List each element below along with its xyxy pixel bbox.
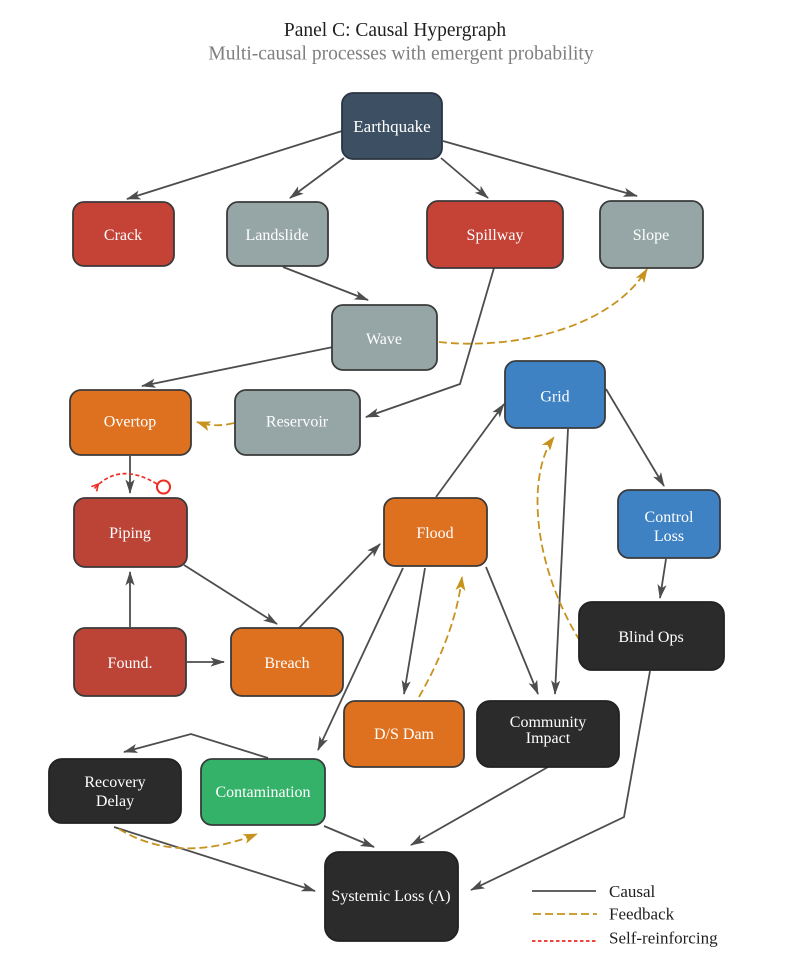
svg-text:Wave: Wave [366,331,402,348]
svg-text:Crack: Crack [104,227,142,244]
svg-text:Landslide: Landslide [245,227,308,244]
svg-text:Contamination: Contamination [215,784,310,801]
svg-text:Feedback: Feedback [609,905,675,924]
svg-text:Causal: Causal [609,882,656,901]
svg-text:Self-reinforcing: Self-reinforcing [609,929,718,948]
svg-text:Systemic Loss (Λ): Systemic Loss (Λ) [331,888,450,905]
svg-text:Grid: Grid [540,389,569,406]
svg-text:Piping: Piping [109,525,151,542]
svg-text:Loss: Loss [654,528,684,545]
svg-text:Slope: Slope [633,227,669,244]
svg-text:D/S Dam: D/S Dam [374,726,435,743]
svg-text:Panel C: Causal Hypergraph: Panel C: Causal Hypergraph [284,20,506,41]
svg-text:Multi-causal processes with em: Multi-causal processes with emergent pro… [208,44,593,65]
svg-text:Earthquake: Earthquake [353,117,430,136]
svg-text:Overtop: Overtop [104,414,156,431]
svg-text:Found.: Found. [108,655,153,672]
svg-text:Flood: Flood [416,525,453,542]
svg-text:Spillway: Spillway [467,227,524,244]
svg-text:Control: Control [645,509,694,526]
svg-text:Blind Ops: Blind Ops [618,629,683,646]
svg-text:Recovery: Recovery [84,774,145,791]
svg-text:Impact: Impact [526,730,571,747]
svg-text:Delay: Delay [96,793,134,810]
svg-text:Community: Community [510,714,586,731]
svg-text:Reservoir: Reservoir [266,414,329,431]
svg-text:Breach: Breach [264,655,309,672]
